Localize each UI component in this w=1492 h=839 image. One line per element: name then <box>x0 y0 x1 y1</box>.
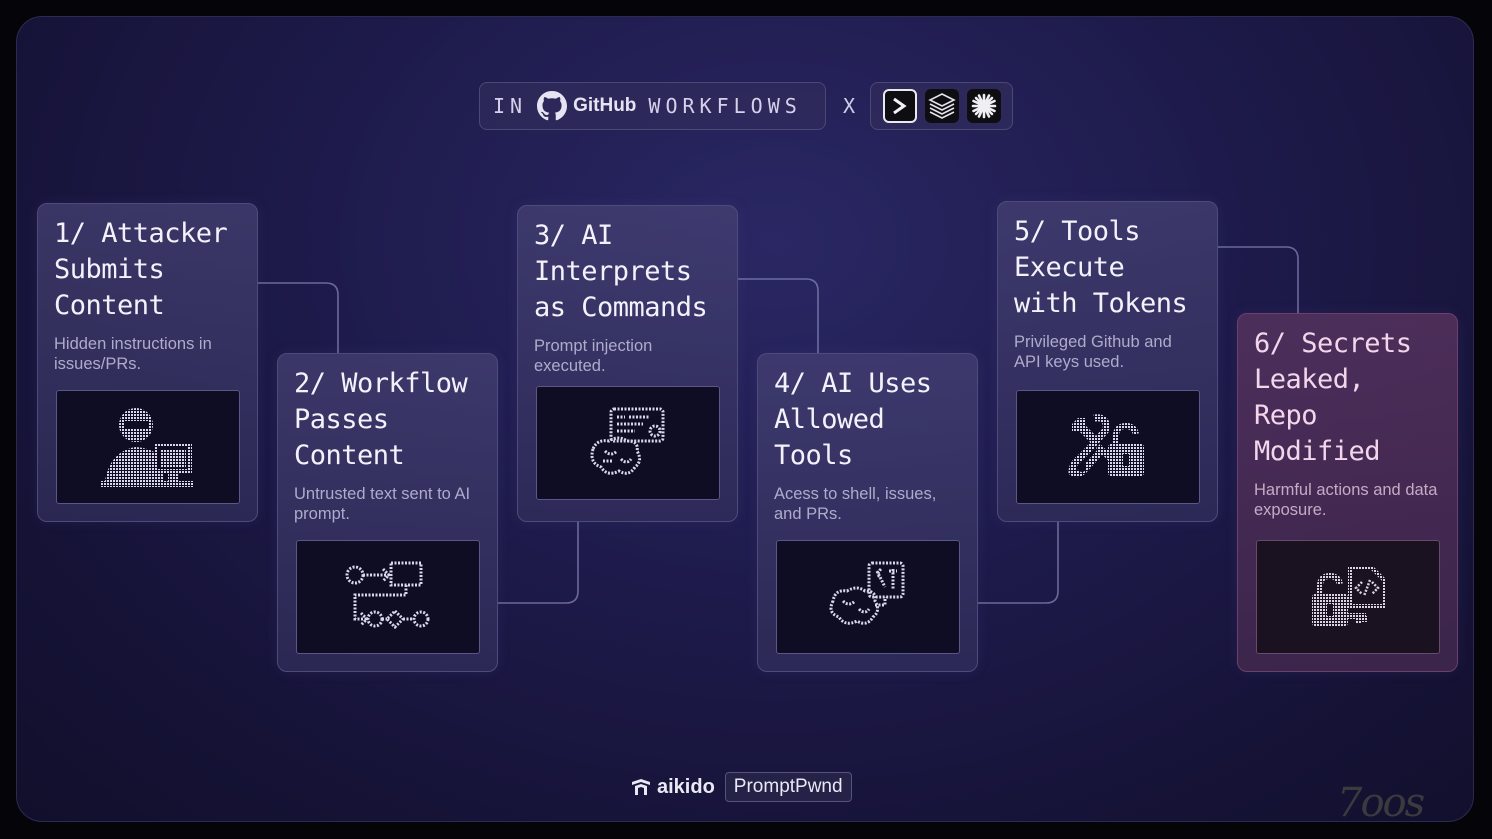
connector-4-5 <box>978 522 1059 604</box>
step-description: Harmful actions and data exposure. <box>1254 481 1438 519</box>
header-prefix: IN <box>493 94 528 118</box>
step-card-1: 1/ Attacker Submits Content Hidden instr… <box>37 203 258 522</box>
stack-layers-icon <box>924 89 959 123</box>
step-title: 2/ Workflow Passes Content <box>294 368 468 471</box>
github-octocat-icon <box>537 91 568 121</box>
connector-1-2 <box>258 282 339 353</box>
connector-2-3 <box>498 522 579 604</box>
footer-branding: aikido PromptPwnd <box>631 772 852 802</box>
step-title: 6/ Secrets Leaked, Repo Modified <box>1254 328 1412 467</box>
tools-unlocked-icon <box>1016 390 1200 504</box>
header-suffix: WORKFLOWS <box>648 94 802 118</box>
step-card-3: 3/ AI Interprets as Commands Prompt inje… <box>517 205 738 522</box>
workflow-diagram-icon <box>296 540 480 654</box>
github-logo: GitHub <box>537 91 636 121</box>
step-card-6: 6/ Secrets Leaked, Repo Modified Harmful… <box>1237 313 1458 672</box>
step-title: 3/ AI Interprets as Commands <box>534 220 708 323</box>
aikido-logo: aikido <box>631 776 715 799</box>
product-badge: PromptPwnd <box>724 772 852 802</box>
connector-3-4 <box>738 278 819 353</box>
unlocked-code-file-icon <box>1256 540 1440 654</box>
step-card-5: 5/ Tools Execute with Tokens Privileged … <box>997 201 1218 522</box>
header-separator: X <box>842 94 856 118</box>
brain-tools-icon <box>776 540 960 654</box>
step-title: 5/ Tools Execute with Tokens <box>1014 216 1188 319</box>
header-pill: IN GitHub WORKFLOWS <box>479 82 826 130</box>
step-description: Untrusted text sent to AI prompt. <box>294 485 471 523</box>
terminal-icon <box>882 89 917 123</box>
step-card-2: 2/ Workflow Passes Content Untrusted tex… <box>277 353 498 672</box>
connector-lines <box>258 246 1299 604</box>
step-description: Acess to shell, issues, and PRs. <box>774 485 937 523</box>
step-title: 4/ AI Uses Allowed Tools <box>774 368 932 471</box>
aikido-wordmark: aikido <box>657 775 715 798</box>
step-description: Hidden instructions in issues/PRs. <box>54 335 212 373</box>
brain-command-icon <box>536 386 720 500</box>
step-description: Prompt injection executed. <box>534 337 653 375</box>
step-description: Privileged Github and API keys used. <box>1014 333 1172 371</box>
watermark-logo: 7oos <box>1337 780 1425 826</box>
asterisk-burst-icon <box>966 89 1001 123</box>
step-title: 1/ Attacker Submits Content <box>54 218 228 321</box>
diagram-frame: 1/ Attacker Submits Content Hidden instr… <box>16 16 1474 822</box>
step-card-4: 4/ AI Uses Allowed Tools Acess to shell,… <box>757 353 978 672</box>
github-wordmark: GitHub <box>573 95 637 116</box>
aikido-mark-icon <box>632 779 650 795</box>
connector-5-6 <box>1218 246 1299 313</box>
ai-tools-pill <box>870 82 1013 130</box>
hacker-at-computer-icon <box>56 390 240 504</box>
